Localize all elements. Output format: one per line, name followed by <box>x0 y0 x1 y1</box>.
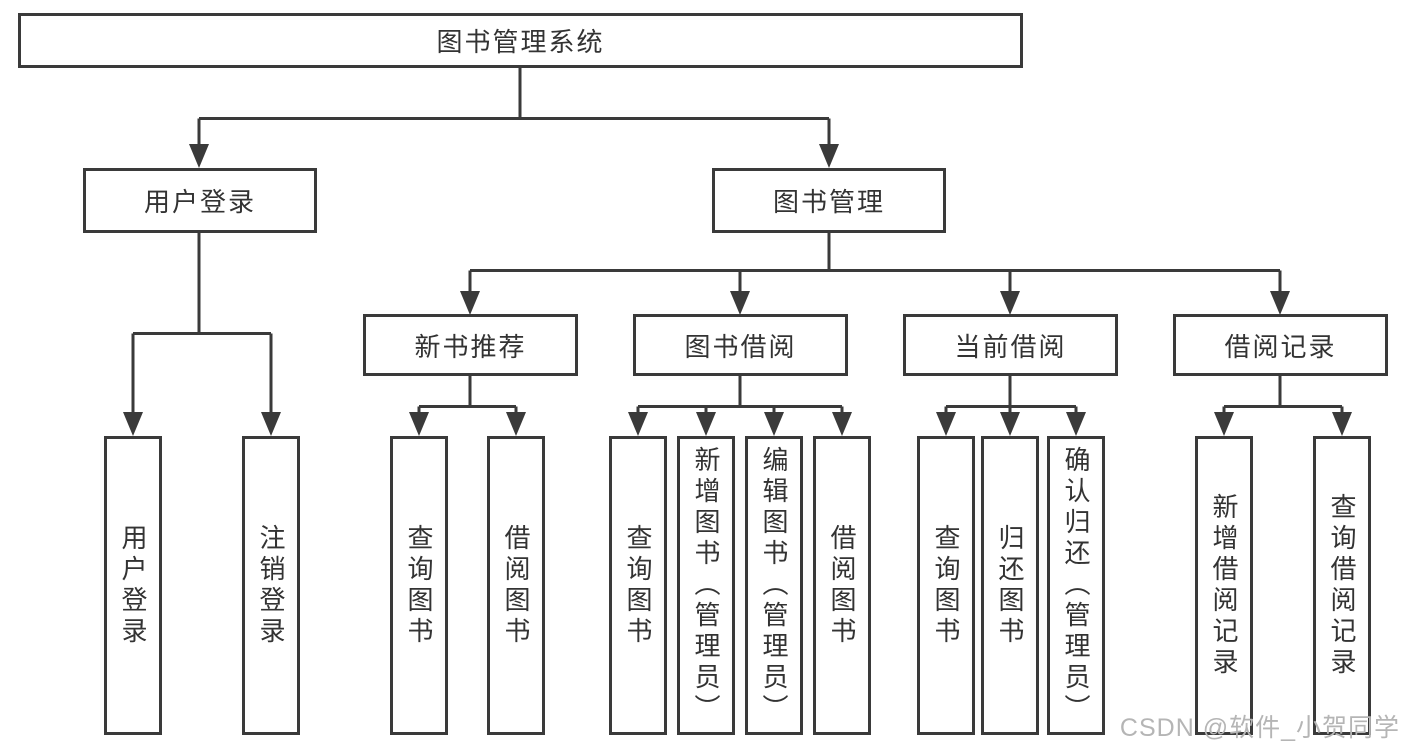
arrowhead <box>460 291 480 315</box>
arrowhead <box>409 412 429 436</box>
arrowhead <box>1066 412 1086 436</box>
node-borrowing-records: 借阅记录 <box>1173 314 1388 376</box>
leaf-cb-query-books-label: 查询图书 <box>931 523 961 648</box>
node-user-login: 用户登录 <box>83 168 317 233</box>
node-book-management-label: 图书管理 <box>772 187 885 217</box>
leaf-bb-query-books-label: 查询图书 <box>623 523 653 648</box>
leaf-nb-borrow-books-label: 借阅图书 <box>501 523 531 648</box>
leaf-br-add-record-label: 新增借阅记录 <box>1209 492 1239 679</box>
connector-book-borrow-children <box>628 376 852 436</box>
arrowhead <box>123 412 143 436</box>
leaf-cb-query-books: 查询图书 <box>917 436 975 735</box>
leaf-nb-query-books-label: 查询图书 <box>404 523 434 648</box>
leaf-nb-borrow-books: 借阅图书 <box>487 436 545 735</box>
node-library-system: 图书管理系统 <box>18 13 1023 68</box>
arrowhead <box>1214 412 1234 436</box>
node-book-management: 图书管理 <box>712 168 946 233</box>
leaf-bb-edit-books-admin: 编辑图书（管理员） <box>745 436 803 735</box>
leaf-bb-add-books-admin-label: 新增图书（管理员） <box>691 446 721 725</box>
arrowhead <box>696 412 716 436</box>
arrowhead <box>1270 291 1290 315</box>
node-library-system-label: 图书管理系统 <box>436 27 605 57</box>
leaf-cb-confirm-return-admin-label: 确认归还（管理员） <box>1061 446 1091 725</box>
connector-book-management-children <box>460 233 1290 315</box>
arrowhead <box>936 412 956 436</box>
arrowhead <box>1332 412 1352 436</box>
node-user-login-label: 用户登录 <box>143 187 256 217</box>
leaf-cb-return-books: 归还图书 <box>981 436 1039 735</box>
leaf-bb-edit-books-admin-label: 编辑图书（管理员） <box>759 446 789 725</box>
node-borrowing-records-label: 借阅记录 <box>1224 331 1337 362</box>
arrowhead <box>764 412 784 436</box>
arrowhead <box>832 412 852 436</box>
arrowhead <box>1000 291 1020 315</box>
leaf-logout-label: 注销登录 <box>256 523 286 648</box>
leaf-cb-confirm-return-admin: 确认归还（管理员） <box>1047 436 1105 735</box>
arrowhead <box>1000 412 1020 436</box>
node-current-borrowing-label: 当前借阅 <box>954 331 1067 362</box>
leaf-br-query-record-label: 查询借阅记录 <box>1327 492 1357 679</box>
arrowhead <box>628 412 648 436</box>
leaf-br-query-record: 查询借阅记录 <box>1313 436 1371 735</box>
arrowhead <box>730 291 750 315</box>
leaf-user-login-label: 用户登录 <box>118 523 148 648</box>
connector-borrow-records-children <box>1214 376 1352 436</box>
leaf-user-login: 用户登录 <box>104 436 162 735</box>
leaf-logout: 注销登录 <box>242 436 300 735</box>
node-book-borrowing-label: 图书借阅 <box>684 331 797 362</box>
leaf-nb-query-books: 查询图书 <box>390 436 448 735</box>
connector-user-login-children <box>123 233 281 436</box>
leaf-bb-query-books: 查询图书 <box>609 436 667 735</box>
arrowhead <box>261 412 281 436</box>
arrowhead <box>506 412 526 436</box>
leaf-bb-borrow-books-label: 借阅图书 <box>827 523 857 648</box>
arrowhead <box>189 144 209 168</box>
connector-root-to-level2 <box>189 68 839 168</box>
node-current-borrowing: 当前借阅 <box>903 314 1118 376</box>
leaf-br-add-record: 新增借阅记录 <box>1195 436 1253 735</box>
connector-current-borrow-children <box>936 376 1086 436</box>
leaf-bb-add-books-admin: 新增图书（管理员） <box>677 436 735 735</box>
node-book-borrowing: 图书借阅 <box>633 314 848 376</box>
connector-new-book-children <box>409 376 526 436</box>
leaf-cb-return-books-label: 归还图书 <box>995 523 1025 648</box>
node-new-book-recommend: 新书推荐 <box>363 314 578 376</box>
node-new-book-recommend-label: 新书推荐 <box>414 331 527 362</box>
csdn-watermark: CSDN @软件_小贺同学 <box>1119 714 1400 742</box>
leaf-bb-borrow-books: 借阅图书 <box>813 436 871 735</box>
arrowhead <box>819 144 839 168</box>
